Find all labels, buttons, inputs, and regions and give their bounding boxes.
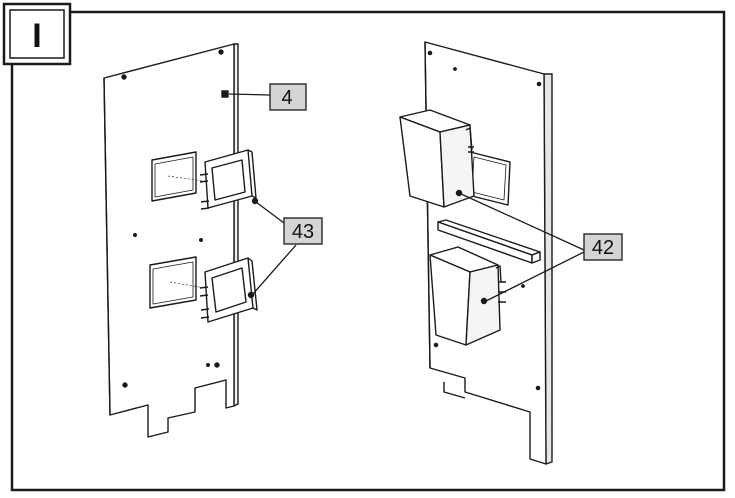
right-leader-lines: [458, 192, 585, 302]
diagram-frame: [10, 10, 726, 492]
rail-bar: [437, 219, 541, 264]
callout-label-43: 43: [292, 221, 314, 243]
callout-part-4: 4: [269, 83, 307, 111]
bin-upper: [399, 109, 475, 208]
frame-upper: [199, 149, 259, 210]
callout-label-42: 42: [592, 237, 614, 259]
left-panel: [103, 43, 259, 438]
part-4-marker: [221, 90, 229, 98]
callout-part-42: 42: [583, 233, 623, 261]
right-panel: [399, 41, 553, 465]
callout-label-4: 4: [281, 87, 292, 109]
bin-lower: [429, 246, 506, 346]
callout-part-43: 43: [283, 217, 323, 245]
step-indicator: I: [2, 2, 72, 66]
step-label: I: [32, 17, 41, 55]
frame-lower: [199, 257, 258, 323]
left-leader-lines: [228, 93, 297, 296]
